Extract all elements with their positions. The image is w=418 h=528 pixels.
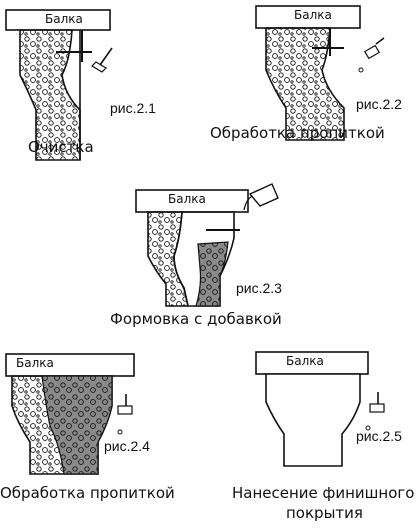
brush-icon: [358, 37, 385, 73]
column-body: [265, 27, 345, 141]
figure-label: рис.2.1: [110, 100, 156, 116]
panel-impregnation-1: Балка рис.2.2 Обработка пропиткой: [210, 0, 418, 180]
panel-cleaning: рис.2.1 Балка Очистка: [0, 0, 200, 180]
diagram-forming: [135, 183, 279, 307]
column-body: [19, 29, 81, 161]
beam-label: Балка: [45, 12, 83, 26]
beam-label: Балка: [286, 354, 324, 368]
column-body: [147, 211, 189, 307]
bucket-icon: [243, 183, 279, 211]
diagram-cleaning: [5, 9, 113, 161]
figure-label: рис.2.4: [104, 438, 150, 454]
beam-label: Балка: [168, 192, 206, 206]
figure-label: рис.2.2: [356, 96, 402, 112]
caption: Очистка: [28, 138, 94, 156]
figure-label: рис.2.5: [356, 428, 402, 444]
roller-icon: [365, 392, 385, 431]
impregnated-zone: [41, 375, 113, 475]
figure-label: рис.2.3: [236, 280, 282, 296]
diagram-impregnation-2: [5, 353, 135, 475]
beam-label: Балка: [294, 8, 332, 22]
caption-line-1: Нанесение финишного: [232, 484, 415, 502]
roller-icon: [117, 394, 133, 435]
diagram-impregnation-1: [255, 5, 385, 141]
beam-label: Балка: [16, 356, 54, 370]
diagram-finishing: [255, 351, 385, 467]
panel-impregnation-2: Балка рис.2.4 Обработка пропиткой: [0, 346, 200, 528]
scraper-icon: [91, 47, 113, 73]
panel-finishing: Балка рис.2.5 Нанесение финишного покрыт…: [218, 346, 418, 528]
caption-line-2: покрытия: [286, 504, 363, 522]
caption: Формовка с добавкой: [110, 310, 282, 328]
caption: Обработка пропиткой: [210, 124, 385, 142]
caption: Обработка пропиткой: [0, 484, 175, 502]
filler-mass: [195, 241, 229, 307]
column-body: [265, 373, 361, 467]
panel-forming: Балка рис.2.3 Формовка с добавкой: [110, 176, 310, 346]
